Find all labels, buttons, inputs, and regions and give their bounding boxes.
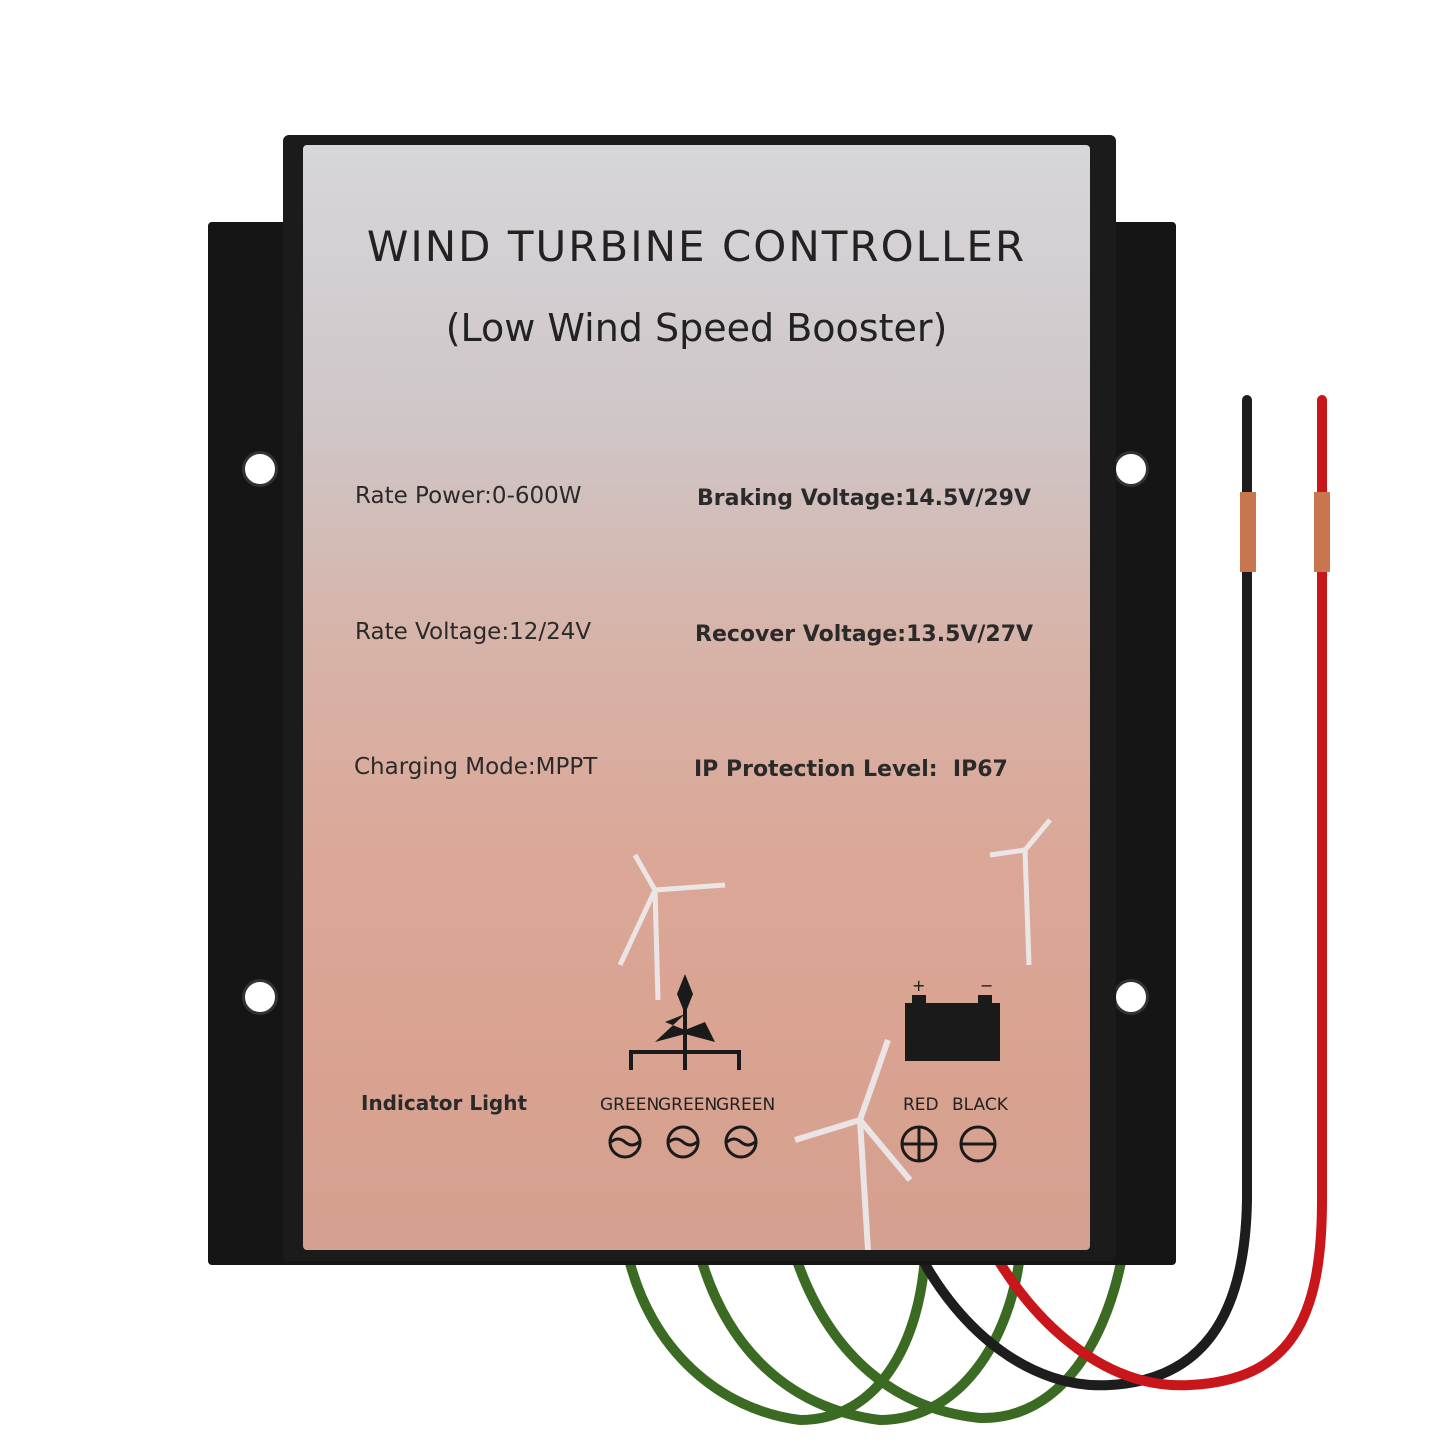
spec-braking-voltage: Braking Voltage:14.5V/29V [697,486,1031,511]
product-subtitle: (Low Wind Speed Booster) [445,306,948,350]
product-label [303,145,1090,1250]
mount-hole [1113,979,1149,1015]
green-wire-3 [790,1235,1130,1424]
red-wire [990,395,1327,1391]
terminal-label-green-1: GREEN [600,1095,660,1115]
turbine-graphic [989,818,1052,965]
terminal-symbols [608,1125,997,1163]
terminal-label-black: BLACK [952,1095,1008,1115]
turbine-graphic [617,853,726,1000]
indicator-light-label: Indicator Light [361,1091,528,1115]
ac-terminal-icon [724,1125,758,1159]
black-wire [915,395,1252,1391]
terminal-label-green-3: GREEN [716,1095,776,1115]
negative-terminal-icon [959,1125,997,1163]
product-title: WIND TURBINE CONTROLLER [366,222,1027,271]
turbine-graphic [794,1039,913,1250]
positive-terminal-icon [900,1125,938,1163]
green-wire-2 [695,1250,1025,1426]
battery-plus-sign: + [912,976,925,995]
mount-hole [242,979,278,1015]
ac-terminal-icon [666,1125,700,1159]
battery-symbol-icon: + − [905,976,1000,1061]
ac-terminal-icon [608,1125,642,1159]
spec-ip-level: IP Protection Level: IP67 [694,757,1008,782]
spec-recover-voltage: Recover Voltage:13.5V/27V [695,622,1034,647]
black-wire-copper-tip [1240,492,1256,572]
mount-hole [1113,451,1149,487]
battery-minus-sign: − [980,976,993,995]
wind-turbine-symbol-icon [629,974,741,1070]
spec-rate-voltage: Rate Voltage:12/24V [355,619,592,645]
green-wire-1 [623,1250,930,1426]
spec-charging-mode: Charging Mode:MPPT [354,754,598,780]
red-wire-copper-tip [1314,492,1330,572]
terminal-label-green-2: GREEN [658,1095,718,1115]
terminal-label-red: RED [903,1095,939,1115]
mount-hole [242,451,278,487]
spec-rate-power: Rate Power:0-600W [355,483,582,509]
